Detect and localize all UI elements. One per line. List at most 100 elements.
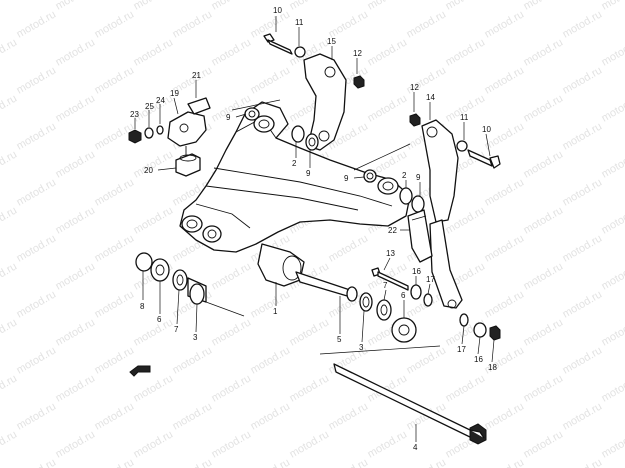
front-direction-arrow [129, 365, 151, 377]
callout-10-left: 10 [273, 6, 282, 15]
watermark-text: motod.ru [561, 400, 605, 432]
watermark-text: motod.ru [444, 36, 488, 68]
cushion-rod-lower [429, 219, 463, 309]
watermark-text: motod.ru [54, 204, 98, 236]
watermark-text: motod.ru [600, 428, 625, 460]
callout-25: 25 [145, 102, 154, 111]
watermark-text: motod.ru [249, 400, 293, 432]
watermark-text: motod.ru [0, 92, 19, 124]
watermark-text: motod.ru [132, 148, 176, 180]
watermark-text: motod.ru [522, 148, 566, 180]
callout-9-right: 9 [416, 173, 421, 182]
pivot-boss-right [257, 243, 305, 287]
pivot-boss-left [181, 215, 203, 233]
watermark-text: motod.ru [366, 92, 410, 124]
watermark-text: motod.ru [15, 176, 59, 208]
callout-14: 14 [426, 93, 435, 102]
watermark-text: motod.ru [327, 456, 371, 468]
bearing-9-upper-left [305, 133, 319, 151]
watermark-text: motod.ru [444, 0, 488, 13]
bearing-2-upper-left [291, 125, 305, 143]
watermark-text: motod.ru [54, 316, 98, 348]
watermark-text: motod.ru [600, 316, 625, 348]
cushion-rod-left [244, 33, 365, 151]
callout-17-upper: 17 [426, 275, 435, 284]
watermark-text: motod.ru [15, 400, 59, 432]
swingarm-body [179, 101, 411, 287]
washer-9-mid [363, 169, 377, 183]
callout-17-lower: 17 [457, 345, 466, 354]
watermark-text: motod.ru [0, 148, 19, 180]
rubber-damper [175, 153, 201, 177]
callout-3-left: 3 [193, 333, 198, 342]
bracket-cap [187, 97, 211, 115]
callout-10-right: 10 [482, 125, 491, 134]
callout-11-left: 11 [295, 18, 304, 27]
watermark-text: motod.ru [288, 428, 332, 460]
callout-3-right: 3 [359, 343, 364, 352]
watermark-text: motod.ru [132, 316, 176, 348]
dust-seal-6-left [150, 258, 170, 282]
watermark-text: motod.ru [54, 148, 98, 180]
callout-22: 22 [388, 226, 397, 235]
watermark-text: motod.ru [54, 92, 98, 124]
rear-brake-torque-bracket [128, 97, 211, 177]
watermark-text: motod.ru [600, 260, 625, 292]
callout-4: 4 [413, 443, 418, 452]
watermark-text: motod.ru [0, 372, 19, 404]
watermark-text: motod.ru [93, 456, 137, 468]
callout-labels: 10 11 15 12 21 19 24 25 23 9 2 9 12 14 1… [130, 6, 497, 452]
callout-1: 1 [273, 307, 278, 316]
watermark-text: motod.ru [132, 372, 176, 404]
watermark-text: motod.ru [132, 36, 176, 68]
collar-7-right [376, 299, 392, 321]
watermark-text: motod.ru [561, 344, 605, 376]
watermark-text: motod.ru [366, 428, 410, 460]
watermark-text: motod.ru [561, 8, 605, 40]
callout-9-upper-mid: 9 [306, 169, 311, 178]
watermark-text: motod.ru [249, 456, 293, 468]
callout-12-left: 12 [353, 49, 362, 58]
watermark-text: motod.ru [54, 428, 98, 460]
pivot-spacer-set [295, 271, 417, 343]
watermark-text: motod.ru [0, 0, 19, 13]
pivot-shaft [333, 363, 487, 445]
watermark-text: motod.ru [327, 8, 371, 40]
callout-leaders [134, 16, 495, 442]
dust-seal-6-right [391, 317, 417, 343]
watermark-text: motod.ru [54, 372, 98, 404]
lower-link-hardware [371, 267, 501, 341]
watermark-text: motod.ru [0, 428, 19, 460]
watermark-text: motod.ru [210, 0, 254, 13]
watermark-text: motod.ru [15, 8, 59, 40]
nut-12-right [409, 113, 421, 127]
callout-20: 20 [144, 166, 153, 175]
callout-5: 5 [337, 335, 342, 344]
watermark-text: motod.ru [171, 344, 215, 376]
watermark-text: motod.ru [600, 204, 625, 236]
watermark-text: motod.ru [15, 344, 59, 376]
watermark-text: motod.ru [366, 0, 410, 13]
watermark-text: motod.ru [561, 176, 605, 208]
watermark-text: motod.ru [600, 372, 625, 404]
callout-11-right: 11 [460, 113, 469, 122]
bolt-10-right-head [489, 155, 501, 169]
callout-13: 13 [386, 249, 395, 258]
cushion-rod-14 [421, 119, 459, 223]
callout-16-lower: 16 [474, 355, 483, 364]
collar-7-left [172, 269, 188, 291]
nut-12-left [353, 75, 365, 89]
watermark-text: motod.ru [288, 0, 332, 13]
callout-8: 8 [140, 302, 145, 311]
watermark-text: motod.ru [327, 232, 371, 264]
watermark-text: motod.ru [0, 36, 19, 68]
watermark-text: motod.ru [561, 288, 605, 320]
watermark-text: motod.ru [171, 400, 215, 432]
sleeve-22 [407, 209, 433, 263]
watermark-text: motod.ru [0, 316, 19, 348]
watermark-text: motod.ru [600, 148, 625, 180]
watermark-text: motod.ru [210, 260, 254, 292]
watermark-text: motod.ru [15, 232, 59, 264]
washer-16-left [410, 284, 422, 300]
watermark-text: motod.ru [249, 64, 293, 96]
